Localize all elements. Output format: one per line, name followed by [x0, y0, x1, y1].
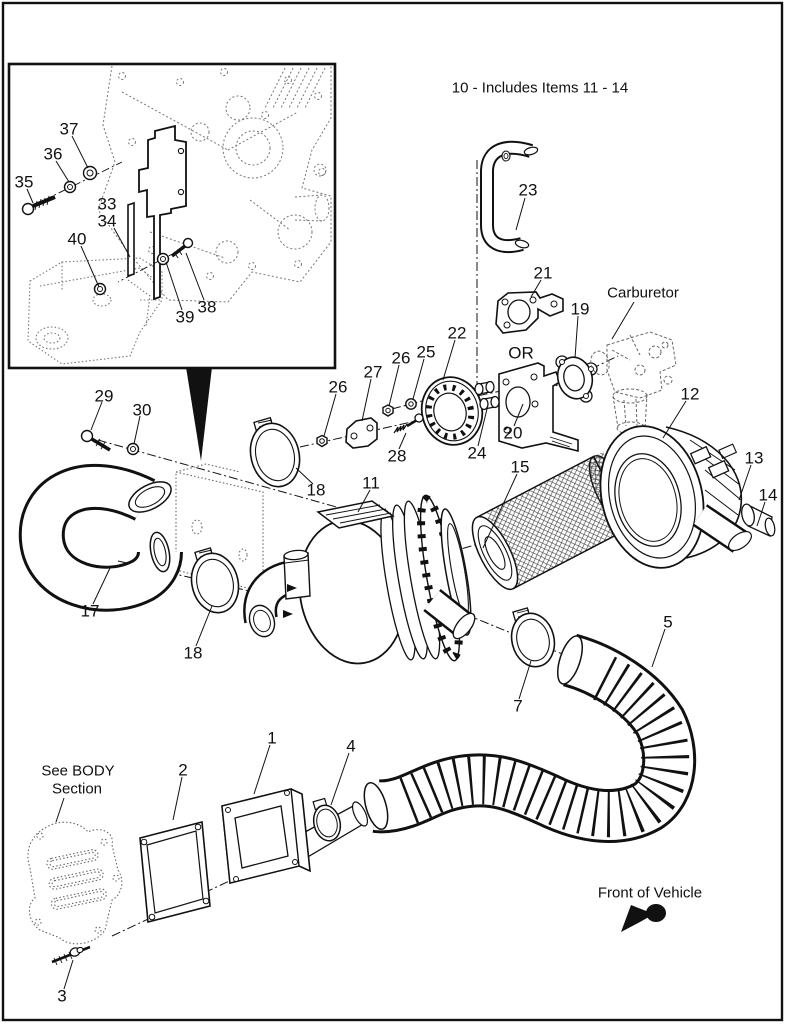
part-label-21: 21 [533, 263, 553, 283]
part-label-12: 12 [680, 384, 700, 404]
part-label-5: 5 [663, 612, 673, 632]
part-label-40: 40 [67, 229, 87, 249]
bracket-21 [495, 291, 564, 334]
clamp-18-lower [190, 547, 240, 614]
engine-phantom-outline [97, 65, 332, 303]
part-label-18-upper: 18 [306, 480, 326, 500]
part-label-20: 20 [503, 423, 523, 443]
front-of-vehicle-arrow [621, 904, 666, 932]
see-body-label-line2: Section [51, 780, 103, 798]
part-label-14: 14 [758, 485, 778, 505]
gasket-2 [139, 820, 211, 924]
part-label-34: 34 [97, 211, 117, 231]
part-label-22: 22 [447, 323, 467, 343]
part-label-11: 11 [362, 473, 380, 493]
part-label-27: 27 [363, 362, 383, 382]
clamp-4 [312, 797, 342, 842]
bracket-20 [498, 362, 579, 453]
part-label-29: 29 [94, 386, 114, 406]
part-label-28: 28 [387, 446, 407, 466]
part-label-37: 37 [59, 119, 79, 139]
inset-callout-arrow [186, 367, 212, 461]
part-label-7: 7 [513, 696, 523, 716]
part-label-13: 13 [744, 448, 764, 468]
part-label-39: 39 [175, 307, 195, 327]
part-label-4: 4 [346, 736, 356, 756]
part-label-26-right: 26 [391, 348, 411, 368]
spacers-24 [474, 380, 500, 411]
clamp-7 [510, 607, 556, 668]
carburetor-label: Carburetor [607, 284, 679, 302]
or-label: OR [508, 343, 534, 363]
part-label-25: 25 [416, 342, 436, 362]
part-label-3: 3 [57, 986, 67, 1006]
part-label-15: 15 [510, 457, 530, 477]
part-label-19: 19 [570, 299, 590, 319]
see-body-label-line1: See BODY [41, 762, 115, 780]
mount-bracket-33-34 [127, 124, 187, 301]
label-leader-lines [26, 135, 766, 990]
screw-29-washer-30 [80, 429, 140, 456]
inset-detail-box [7, 62, 337, 370]
screw-3 [51, 945, 91, 966]
part-label-26-left: 26 [328, 377, 348, 397]
corrugated-hose-5 [363, 633, 697, 843]
clamp-18-upper [249, 416, 301, 488]
part-label-36: 36 [43, 144, 63, 164]
filter-cover-12 [599, 425, 752, 569]
intake-frame-1 [221, 788, 369, 884]
adapter-ring-22 [420, 376, 484, 446]
inset-hardware-right [93, 237, 194, 296]
part-label-38: 38 [197, 297, 217, 317]
part-label-17: 17 [80, 601, 100, 621]
part-label-23: 23 [518, 180, 538, 200]
part-label-30: 30 [132, 400, 152, 420]
note-title: 10 - Includes Items 11 - 14 [451, 79, 629, 97]
intake-hose-17 [18, 463, 183, 612]
part-label-35: 35 [14, 172, 34, 192]
airbox-11 [243, 494, 476, 665]
part-label-18-lower: 18 [183, 643, 203, 663]
hardware-cluster-25-28 [316, 398, 424, 449]
part-label-33: 33 [97, 194, 117, 214]
part-label-1: 1 [267, 728, 277, 748]
carburetor-phantom [590, 331, 677, 435]
part-label-2: 2 [178, 760, 188, 780]
breather-hose-23 [480, 140, 539, 254]
part-label-24: 24 [467, 443, 487, 463]
cover-latch-13 [689, 443, 738, 479]
inset-hardware-left [21, 161, 123, 216]
body-panel-phantom [27, 821, 123, 945]
front-of-vehicle-label: Front of Vehicle [597, 884, 703, 902]
engine-mount-phantom [27, 257, 163, 365]
cap-14 [741, 503, 776, 537]
